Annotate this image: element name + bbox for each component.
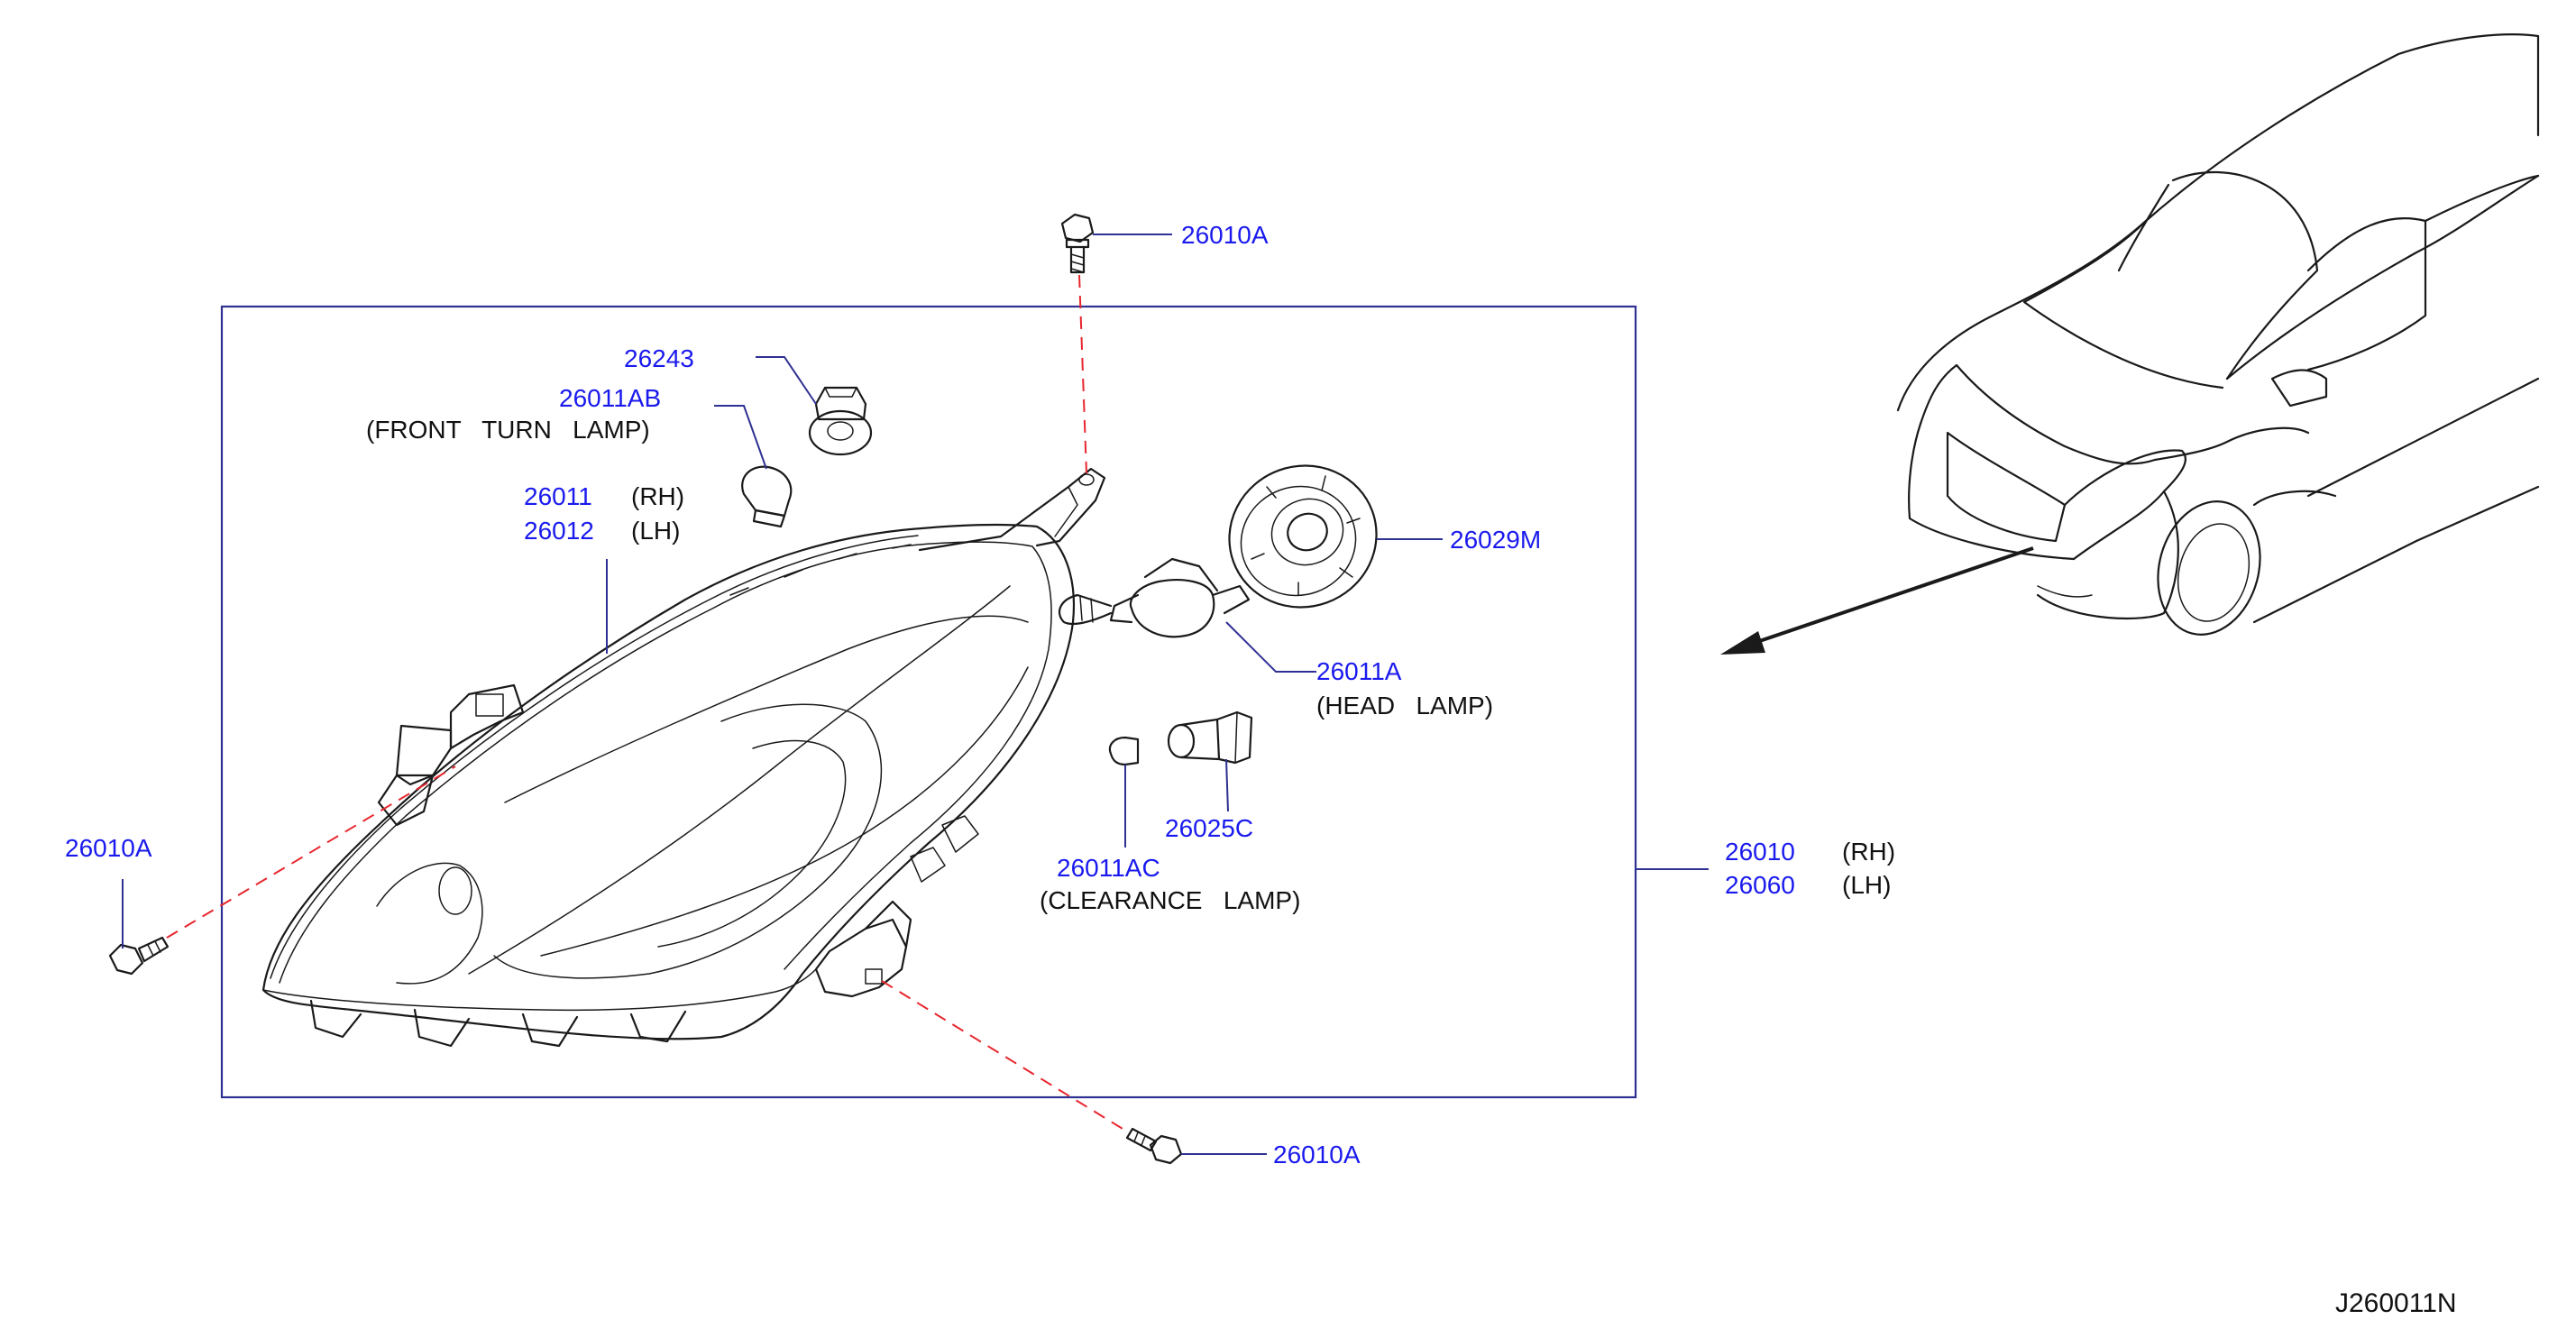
label-cap: 26029M bbox=[1450, 526, 1541, 554]
bolt-bottom bbox=[1125, 1127, 1183, 1165]
label-assy-rh-side: (RH) bbox=[1842, 838, 1895, 866]
label-head-desc: (HEAD LAMP) bbox=[1316, 692, 1493, 719]
label-bolt-bottom: 26010A bbox=[1273, 1141, 1361, 1168]
headlamp-housing bbox=[261, 467, 1106, 1048]
turn-lamp-socket bbox=[808, 386, 873, 456]
vehicle-illustration bbox=[1896, 33, 2540, 636]
label-turn-desc: (FRONT TURN LAMP) bbox=[366, 416, 650, 444]
label-clear-bulb: 26011AC bbox=[1057, 854, 1160, 882]
label-bolt-left: 26010A bbox=[65, 834, 152, 862]
clearance-lamp-socket bbox=[1167, 710, 1253, 765]
label-assy-rh: 26010 bbox=[1725, 838, 1795, 866]
head-lamp-bulb bbox=[1058, 557, 1251, 638]
label-turn-bulb: 26011AB bbox=[559, 384, 661, 412]
headlamp-cap bbox=[1228, 464, 1378, 609]
diagram-code: J260011N bbox=[2335, 1288, 2457, 1318]
pointer-arrow bbox=[1720, 546, 2034, 655]
label-assy-lh-side: (LH) bbox=[1842, 871, 1891, 899]
label-clear-socket: 26025C bbox=[1165, 814, 1253, 842]
assembly-frame bbox=[220, 305, 1637, 1099]
label-lens-lh-side: (LH) bbox=[631, 517, 680, 545]
label-turn-socket: 26243 bbox=[624, 344, 694, 372]
turn-lamp-bulb bbox=[741, 465, 793, 528]
label-lens-rh: 26011 bbox=[524, 482, 592, 510]
label-bolt-top: 26010A bbox=[1181, 221, 1269, 249]
installation-lines bbox=[166, 274, 1128, 1132]
bolt-top bbox=[1060, 213, 1095, 274]
clearance-lamp-bulb bbox=[1108, 736, 1140, 766]
label-assy-lh: 26060 bbox=[1725, 871, 1795, 899]
label-clear-desc: (CLEARANCE LAMP) bbox=[1040, 886, 1300, 914]
bolt-left bbox=[108, 936, 170, 976]
callout-labels: 26010A 26243 26011AB (FRONT TURN LAMP) 2… bbox=[65, 221, 1895, 1168]
leader-lines bbox=[122, 234, 1709, 1155]
label-lens-rh-side: (RH) bbox=[631, 482, 684, 510]
label-lens-lh: 26012 bbox=[524, 517, 594, 545]
label-head-bulb: 26011A bbox=[1316, 657, 1402, 685]
